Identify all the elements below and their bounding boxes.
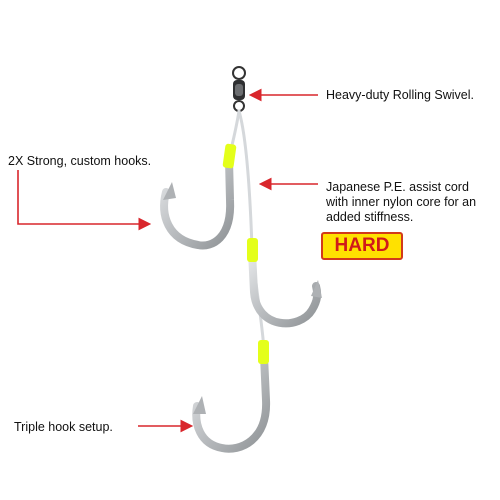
hook-middle [247,238,322,328]
hook-sleeve [222,143,237,169]
hook-sleeve [258,340,269,364]
hard-badge: HARD [321,232,403,260]
cord-label-line: added stiffness. [326,210,414,224]
cord-label: Japanese P.E. assist cord with inner nyl… [326,180,476,225]
hook-sleeve [247,238,258,262]
hook-upper [160,143,237,250]
hook-lower [192,340,271,453]
cord-label-line: with inner nylon core for an [326,195,477,209]
setup-label: Triple hook setup. [14,420,113,434]
cord-label-line: Japanese P.E. assist cord [326,180,469,194]
swivel-label: Heavy-duty Rolling Swivel. [326,88,474,102]
hooks-pointer-arrow [17,170,152,231]
hooks-label: 2X Strong, custom hooks. [8,154,152,168]
swivel-icon [232,66,246,112]
